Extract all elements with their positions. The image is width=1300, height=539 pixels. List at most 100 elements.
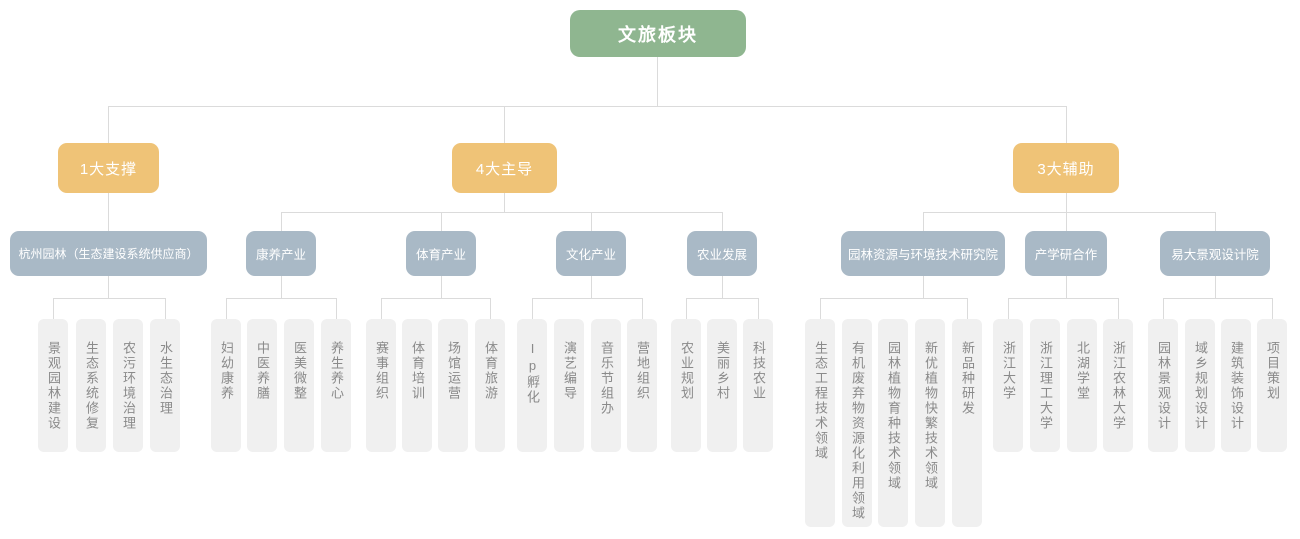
connector-line <box>532 298 533 319</box>
connector-line <box>1008 298 1009 319</box>
leaf-node: 生态工程技术领域 <box>805 319 835 527</box>
dept-garden-research-institute: 园林资源与环境技术研究院 <box>841 231 1005 276</box>
leaf-node: 水生态治理 <box>150 319 180 452</box>
leaf-node: 医美微整 <box>284 319 314 452</box>
leaf-label: 浙江大学 <box>1001 341 1016 401</box>
connector-line <box>1066 106 1067 143</box>
connector-line <box>281 276 282 298</box>
leaf-node: 美丽乡村 <box>707 319 737 452</box>
leaf-node: 中医养膳 <box>247 319 277 452</box>
leaf-label: 体育培训 <box>410 341 425 401</box>
leaf-node: 体育旅游 <box>475 319 505 452</box>
connector-line <box>1163 298 1272 299</box>
connector-line <box>226 298 336 299</box>
connector-line <box>504 193 505 212</box>
connector-line <box>504 106 505 143</box>
leaf-node: 景观园林建设 <box>38 319 68 452</box>
connector-line <box>1008 298 1118 299</box>
leaf-node: 浙江理工大学 <box>1030 319 1060 452</box>
connector-line <box>642 298 643 319</box>
connector-line <box>591 212 592 231</box>
connector-line <box>657 57 658 106</box>
connector-line <box>381 298 490 299</box>
connector-line <box>1163 298 1164 319</box>
connector-line <box>820 298 967 299</box>
leaf-node: 体育培训 <box>402 319 432 452</box>
dept-wellness-industry: 康养产业 <box>246 231 316 276</box>
leaf-label: 项目策划 <box>1265 341 1280 401</box>
connector-line <box>53 298 54 319</box>
connector-line <box>165 298 166 319</box>
connector-line <box>923 212 924 231</box>
connector-line <box>381 298 382 319</box>
leaf-node: 项目策划 <box>1257 319 1287 452</box>
dept-culture-industry: 文化产业 <box>556 231 626 276</box>
leaf-label: 音乐节组办 <box>599 341 614 416</box>
connector-line <box>1066 276 1067 298</box>
leaf-label: 浙江理工大学 <box>1038 341 1053 431</box>
leaf-label: 生态系统修复 <box>84 341 99 431</box>
leaf-label: 场馆运营 <box>446 341 461 401</box>
connector-line <box>923 276 924 298</box>
leaf-label: 浙江农林大学 <box>1111 341 1126 431</box>
leaf-label: 新品种研发 <box>960 341 975 416</box>
leaf-node: 北湖学堂 <box>1067 319 1097 452</box>
leaf-label: 园林景观设计 <box>1156 341 1171 431</box>
connector-line <box>441 212 442 231</box>
leaf-label: 生态工程技术领域 <box>813 341 828 461</box>
branch-1-support: 1大支撑 <box>58 143 159 193</box>
branch-4-leading: 4大主导 <box>452 143 557 193</box>
connector-line <box>686 298 687 319</box>
connector-line <box>281 212 282 231</box>
leaf-label: 园林植物育种技术领域 <box>886 341 901 491</box>
leaf-node: 域乡规划设计 <box>1185 319 1215 452</box>
connector-line <box>1118 298 1119 319</box>
connector-line <box>686 298 758 299</box>
connector-line <box>722 276 723 298</box>
connector-line <box>1272 298 1273 319</box>
leaf-label: 北湖学堂 <box>1075 341 1090 401</box>
leaf-node: 农业规划 <box>671 319 701 452</box>
connector-line <box>1215 276 1216 298</box>
connector-line <box>1066 212 1067 231</box>
leaf-node: 养生养心 <box>321 319 351 452</box>
leaf-node: 有机废弃物资源化利用领域 <box>842 319 872 527</box>
root-node: 文旅板块 <box>570 10 746 57</box>
leaf-label: 新优植物快繁技术领域 <box>923 341 938 491</box>
leaf-label: 农污环境治理 <box>121 341 136 431</box>
leaf-node: 音乐节组办 <box>591 319 621 452</box>
connector-line <box>108 193 109 231</box>
connector-line <box>1215 212 1216 231</box>
connector-line <box>967 298 968 319</box>
leaf-node: 新优植物快繁技术领域 <box>915 319 945 527</box>
leaf-node: 园林景观设计 <box>1148 319 1178 452</box>
leaf-node: 浙江农林大学 <box>1103 319 1133 452</box>
leaf-label: 营地组织 <box>635 341 650 401</box>
leaf-node: 农污环境治理 <box>113 319 143 452</box>
connector-line <box>441 276 442 298</box>
connector-line <box>108 106 109 143</box>
leaf-label: 中医养膳 <box>255 341 270 401</box>
leaf-node: 建筑装饰设计 <box>1221 319 1251 452</box>
leaf-node: 场馆运营 <box>438 319 468 452</box>
dept-industry-academia-cooperation: 产学研合作 <box>1025 231 1107 276</box>
leaf-node: 营地组织 <box>627 319 657 452</box>
connector-line <box>226 298 227 319</box>
leaf-label: 科技农业 <box>751 341 766 401</box>
leaf-label: 养生养心 <box>329 341 344 401</box>
leaf-label: 演艺编导 <box>562 341 577 401</box>
connector-line <box>108 276 109 298</box>
leaf-label: 水生态治理 <box>158 341 173 416</box>
connector-line <box>591 276 592 298</box>
leaf-node: 妇幼康养 <box>211 319 241 452</box>
leaf-node: 赛事组织 <box>366 319 396 452</box>
leaf-label: 域乡规划设计 <box>1193 341 1208 431</box>
connector-line <box>490 298 491 319</box>
connector-line <box>1066 193 1067 212</box>
branch-3-auxiliary: 3大辅助 <box>1013 143 1119 193</box>
connector-line <box>336 298 337 319</box>
leaf-node: 演艺编导 <box>554 319 584 452</box>
dept-agriculture-development: 农业发展 <box>687 231 757 276</box>
leaf-label: Ip孵化 <box>525 341 540 405</box>
dept-yida-landscape-design-institute: 易大景观设计院 <box>1160 231 1270 276</box>
